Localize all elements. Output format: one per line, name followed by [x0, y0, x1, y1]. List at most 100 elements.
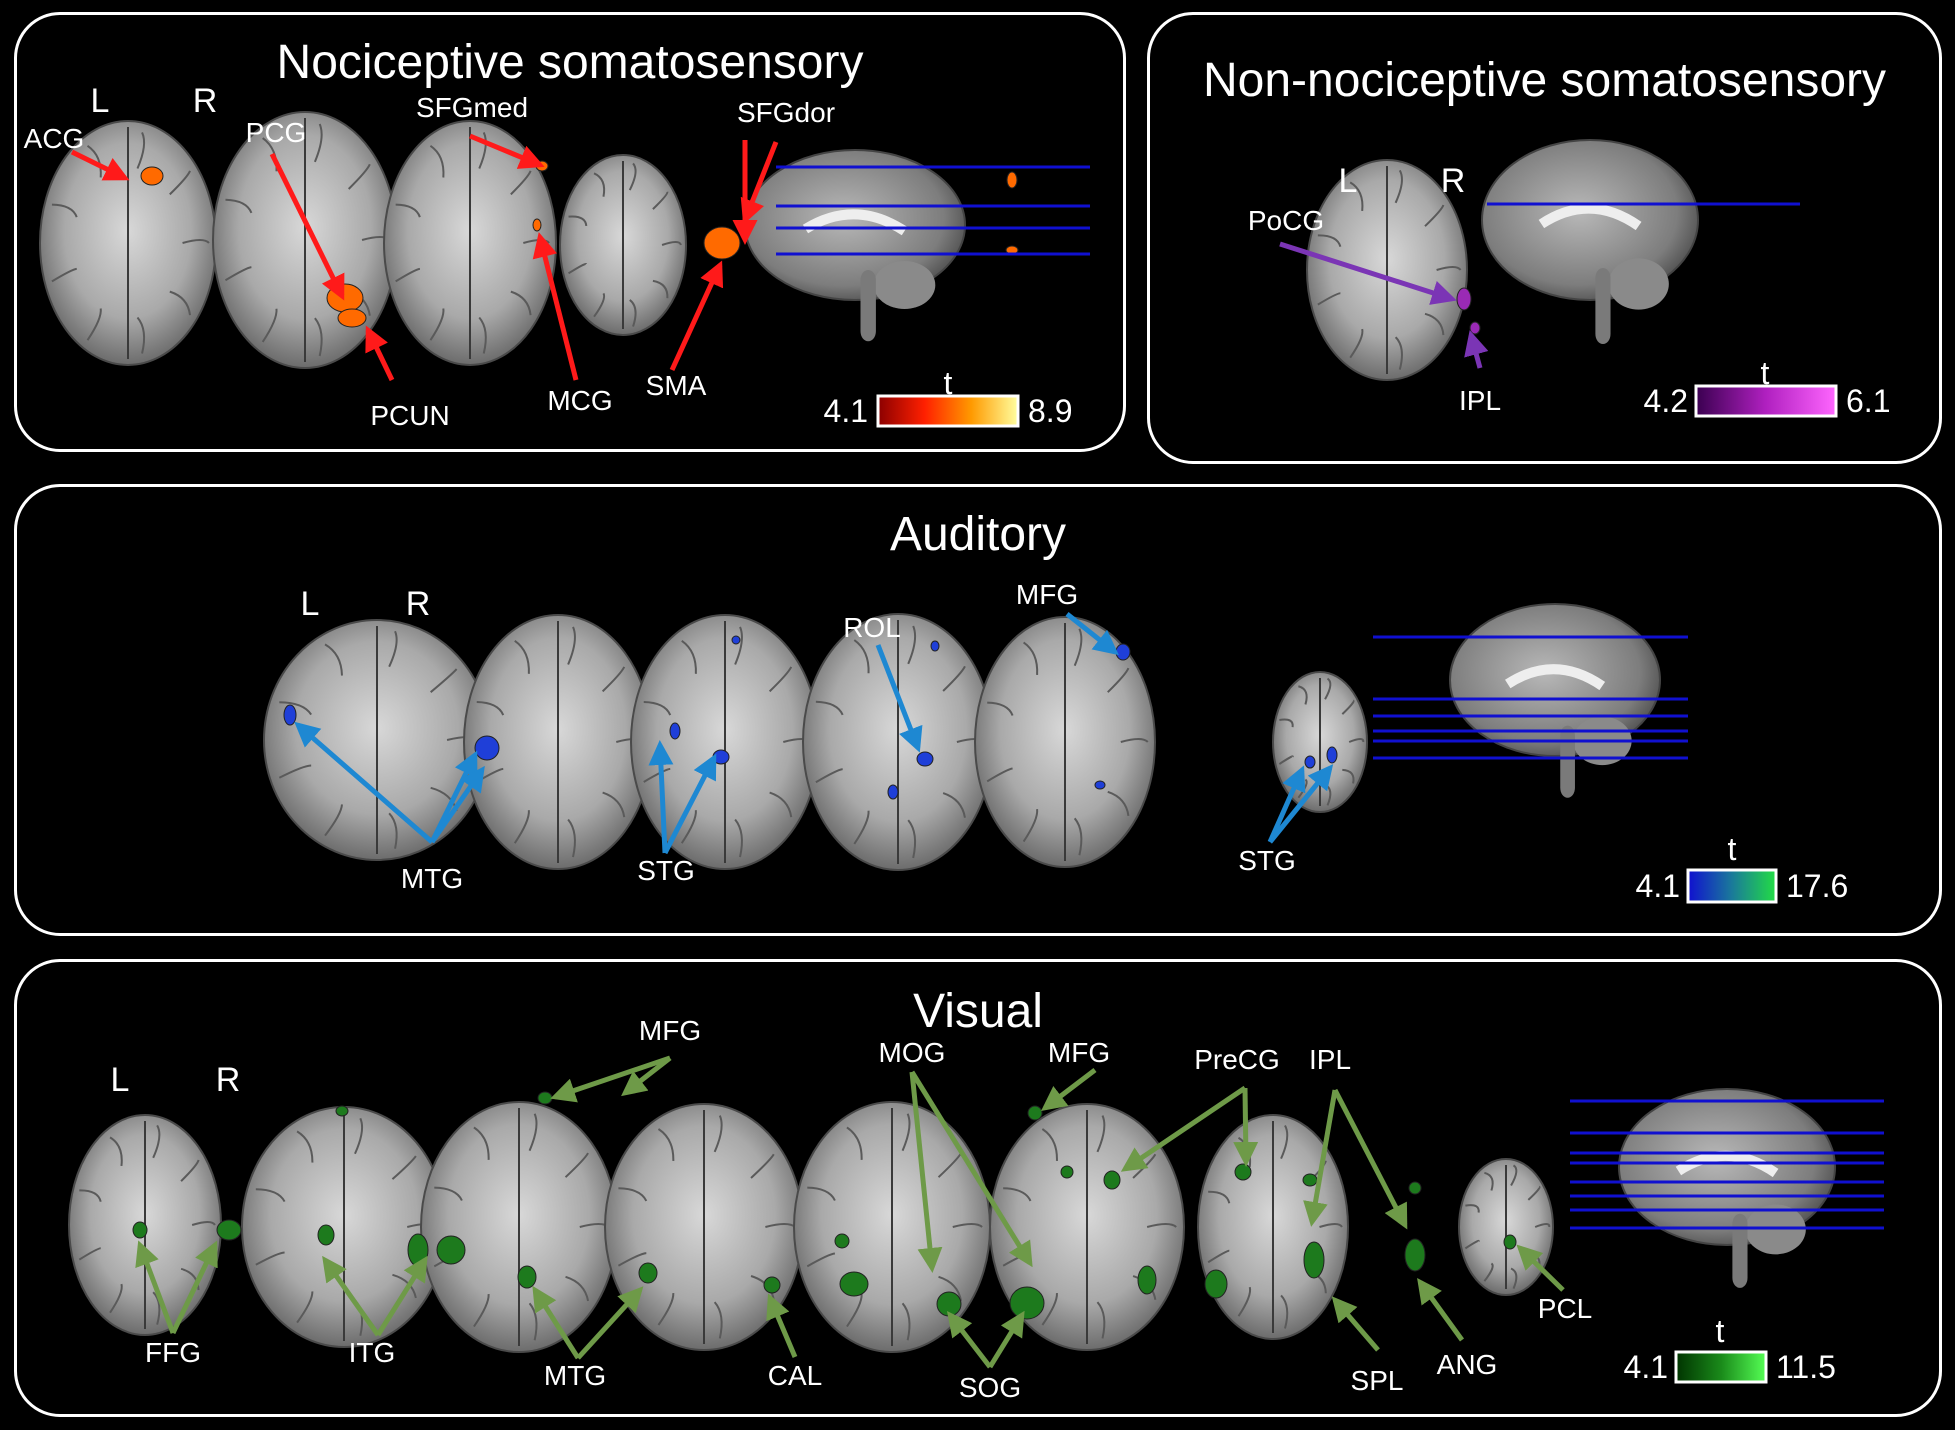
- left-label: L: [111, 1061, 130, 1099]
- activation-cluster: [1303, 1241, 1325, 1279]
- region-label-pocg: PoCG: [1248, 205, 1324, 236]
- region-arrow: [987, 1310, 1025, 1369]
- activation-cluster: [731, 635, 741, 645]
- region-arrow: [1120, 1085, 1247, 1172]
- brain-slices: [39, 111, 1836, 1353]
- colorbar-gradient: [1694, 384, 1838, 418]
- panel-non-nociceptive: Non-nociceptive somatosensory: [1147, 12, 1942, 464]
- region-arrow: [135, 1240, 176, 1334]
- activation-cluster: [930, 640, 940, 652]
- activation-cluster: [216, 1219, 242, 1241]
- region-label-ipl: IPL: [1459, 385, 1501, 416]
- region-arrow: [648, 740, 674, 854]
- region-arrow: [1332, 1088, 1408, 1230]
- activation-cluster: [1115, 643, 1131, 661]
- region-arrow: [1516, 1244, 1565, 1292]
- activation-cluster: [283, 704, 297, 726]
- region-arrow: [550, 1055, 671, 1103]
- activation-cluster: [1204, 1269, 1228, 1299]
- slice-position-lines: [776, 165, 1884, 1230]
- region-arrow: [909, 1071, 943, 1273]
- sagittal-brain-slice: [1481, 139, 1699, 344]
- region-arrow: [662, 753, 717, 855]
- region-arrow: [946, 1311, 992, 1369]
- region-arrow: [1303, 1089, 1338, 1227]
- region-arrow: [1331, 1296, 1380, 1352]
- activation-cluster: [537, 1091, 553, 1105]
- colorbar-t-label: t: [944, 365, 953, 401]
- region-label-rol: ROL: [843, 612, 901, 643]
- activation-cluster: [1302, 1173, 1318, 1187]
- panel-nociceptive: Nociceptive somatosensory: [14, 12, 1126, 452]
- region-label-mfg: MFG: [639, 1015, 701, 1046]
- region-arrow: [576, 1286, 644, 1360]
- sagittal-brain-slice: [1618, 1088, 1836, 1288]
- activation-cluster: [517, 1265, 537, 1289]
- axial-brain-slice: [420, 1101, 618, 1353]
- axial-brain-slice: [1458, 1158, 1554, 1296]
- region-arrow: [365, 325, 395, 382]
- panel-auditory: Auditory: [14, 484, 1942, 936]
- region-arrows: [70, 133, 1565, 1369]
- activation-cluster: [1234, 1163, 1252, 1181]
- colorbar-max: 11.5: [1776, 1349, 1836, 1385]
- region-arrow: [766, 1293, 798, 1358]
- region-label-mog: MOG: [879, 1037, 946, 1068]
- region-arrow: [1233, 1087, 1259, 1167]
- colorbar-max: 8.9: [1028, 393, 1072, 429]
- colorbar-t-label: t: [1728, 831, 1737, 867]
- activation-cluster: [317, 1224, 335, 1246]
- region-label-mcg: MCG: [547, 385, 612, 416]
- activation-cluster: [337, 308, 367, 328]
- sagittal-brain-slice: [744, 149, 966, 342]
- axial-brain-slice: [604, 1103, 804, 1351]
- region-label-cal: CAL: [768, 1360, 822, 1391]
- colorbar-visual: t 4.1 11.5: [1624, 1313, 1836, 1385]
- activation-cluster: [532, 218, 542, 232]
- region-arrow: [1279, 241, 1457, 305]
- activation-cluster: [712, 749, 730, 765]
- region-label-mtg: MTG: [401, 863, 463, 894]
- colorbar-gradient: [1686, 868, 1778, 904]
- right-label: R: [1441, 162, 1466, 200]
- region-label-spl: SPL: [1351, 1365, 1404, 1396]
- activation-cluster: [436, 1235, 466, 1265]
- region-label-ang: ANG: [1437, 1349, 1498, 1380]
- activation-cluster: [1304, 755, 1316, 769]
- colorbar-nociceptive: t 4.1 8.9: [824, 365, 1073, 429]
- colorbar-t-label: t: [1716, 1313, 1725, 1349]
- activation-cluster: [1326, 746, 1338, 764]
- right-label: R: [193, 82, 218, 120]
- region-label-acg: ACG: [24, 123, 85, 154]
- region-label-mfg: MFG: [1048, 1037, 1110, 1068]
- region-label-stg: STG: [637, 855, 695, 886]
- region-label-sfgdor: SFGdor: [737, 97, 835, 128]
- panel-visual: Visual: [14, 959, 1942, 1417]
- activation-cluster: [132, 1221, 148, 1239]
- region-arrow: [1417, 1277, 1465, 1342]
- colorbar-min: 4.1: [824, 393, 868, 429]
- activation-cluster: [763, 1276, 781, 1294]
- region-label-mtg: MTG: [544, 1360, 606, 1391]
- activation-cluster: [140, 166, 164, 186]
- region-label-sfgmed: SFGmed: [416, 92, 528, 123]
- region-arrow: [532, 1285, 581, 1360]
- region-arrow: [269, 152, 345, 301]
- region-arrow: [1065, 612, 1119, 656]
- region-label-mfg: MFG: [1016, 579, 1078, 610]
- region-arrow: [1267, 765, 1306, 844]
- activation-cluster: [1404, 1238, 1426, 1272]
- colorbar-non-nociceptive: t 4.2 6.1: [1644, 355, 1891, 419]
- region-label-stg: STG: [1238, 845, 1296, 876]
- panel-title: Non-nociceptive somatosensory: [1203, 54, 1886, 107]
- axial-brain-slice: [263, 619, 491, 861]
- axial-brain-slice: [793, 1101, 991, 1353]
- axial-brain-slice: [39, 120, 217, 366]
- activation-cluster: [1408, 1181, 1422, 1195]
- region-arrow: [375, 1255, 428, 1337]
- sagittal-brain-slice: [1449, 603, 1661, 798]
- activation-cluster: [936, 1291, 962, 1317]
- region-arrow: [170, 1240, 218, 1335]
- panel-title: Visual: [913, 985, 1043, 1038]
- activation-clusters: [132, 160, 1517, 1320]
